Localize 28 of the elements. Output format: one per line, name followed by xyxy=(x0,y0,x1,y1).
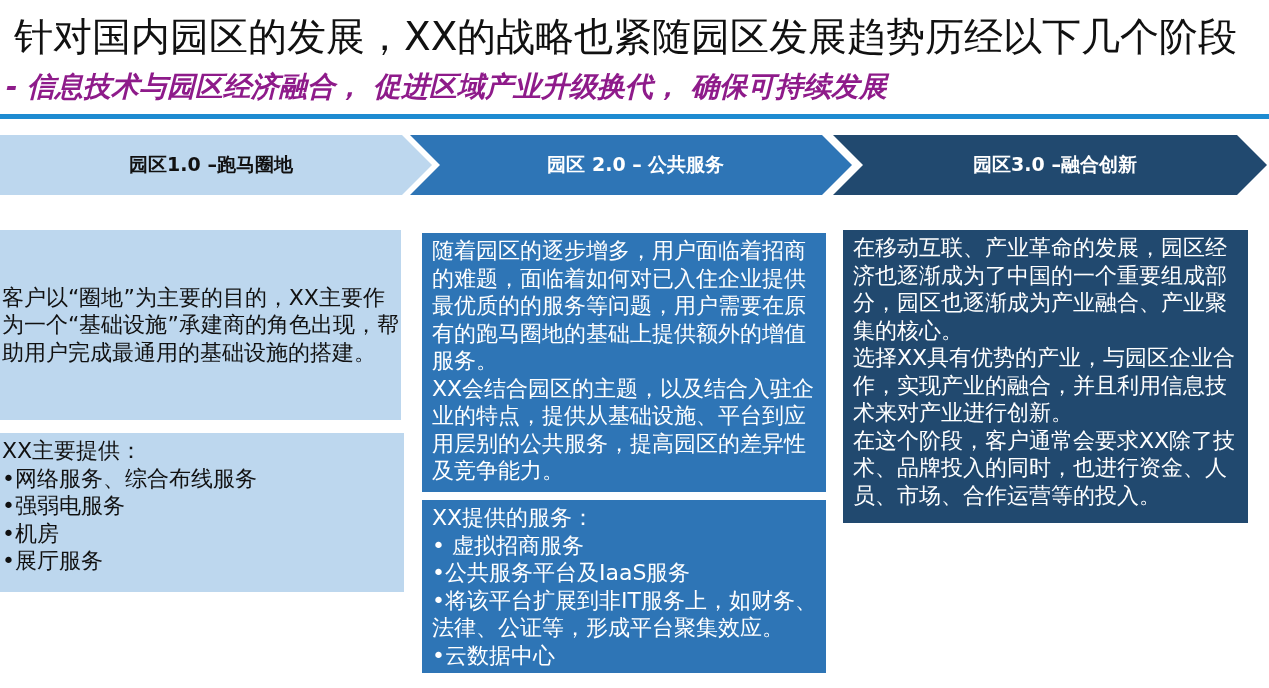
stage-title: 园区 2.0 – 公共服务 xyxy=(547,152,725,177)
text-panel xyxy=(422,500,826,673)
paragraph: 在移动互联、产业革命的发展，园区经济也逐渐成为了中国的一个重要组成部分，园区也逐渐成为产业融合、产业聚集的核心。 xyxy=(853,234,1228,344)
slide-title: 针对国内园区的发展，XX的战略也紧随园区发展趋势历经以下几个阶段 xyxy=(14,13,1238,61)
paragraph: •将该平台扩展到非IT服务上，如财务、法律、公证等，形成平台聚集效应。 xyxy=(432,586,818,642)
text-panel xyxy=(0,230,401,420)
paragraph: • 虚拟招商服务 xyxy=(432,531,585,559)
text-panel xyxy=(422,233,826,492)
paragraph: 随着园区的逐步增多，用户面临着招商的难题，面临着如何对已入住企业提供最优质的的服务等问题，用户需要在原有的跑马圈地的基础上提供额外的增值服务。 xyxy=(432,237,807,375)
paragraph: 客户以“圈地”为主要的目的，XX主要作为一个“基础设施”承建商的角色出现，帮助用户完成最通用的基础设施的搭建。 xyxy=(2,283,399,367)
paragraph: XX主要提供： xyxy=(2,437,144,465)
stage-header xyxy=(0,135,432,195)
text-panel xyxy=(0,433,404,592)
paragraph: •机房 xyxy=(2,519,60,547)
paragraph: •强弱电服务 xyxy=(2,492,126,520)
paragraph: XX提供的服务： xyxy=(432,504,596,532)
paragraph: XX会结合园区的主题，以及结合入驻企业的特点，提供从基础设施、平台到应用层别的公共服务，提高园区的差异性及竞争能力。 xyxy=(432,374,816,485)
stage-header xyxy=(410,135,852,195)
paragraph: •展厅服务 xyxy=(2,547,104,575)
paragraph: 在这个阶段，客户通常会要求XX除了技术、品牌投入的同时，也进行资金、人员、市场、合作运营等的投入。 xyxy=(853,426,1237,509)
paragraph: •网络服务、综合布线服务 xyxy=(2,464,258,492)
paragraph: •云数据中心 xyxy=(432,641,556,669)
text-panel xyxy=(843,230,1248,523)
paragraph: 选择XX具有优势的产业，与园区企业合作，实现产业的融合，并且利用信息技术来对产业进行创新。 xyxy=(853,344,1237,427)
stage-title: 园区3.0 –融合创新 xyxy=(973,152,1137,177)
paragraph: •公共服务平台及IaaS服务 xyxy=(432,559,692,587)
stage-header xyxy=(833,135,1267,195)
stage-title: 园区1.0 –跑马圈地 xyxy=(129,152,293,177)
